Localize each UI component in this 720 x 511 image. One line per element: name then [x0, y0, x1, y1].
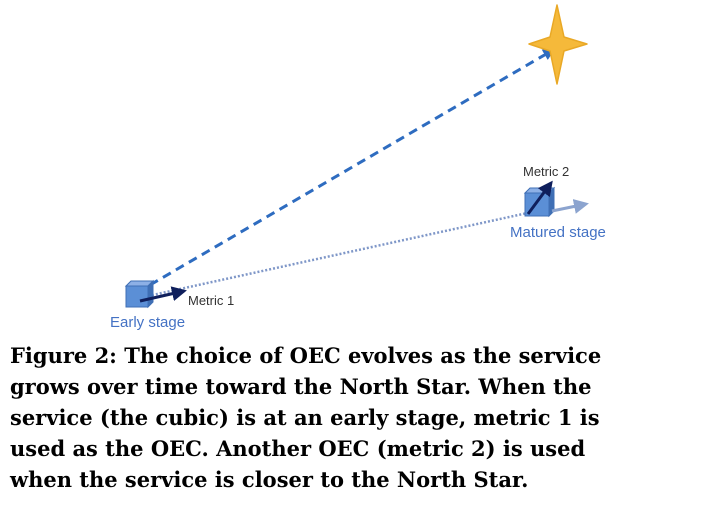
- north-star-icon: [528, 4, 588, 85]
- caption-line: used as the OEC. Another OEC (metric 2) …: [10, 436, 586, 461]
- growth-path-dotted: [147, 210, 533, 298]
- caption-line: Figure 2: The choice of OEC evolves as t…: [10, 343, 602, 368]
- north-star-trajectory-dashed: [149, 48, 556, 287]
- metric1-arrow: [139, 286, 187, 303]
- metric1-label: Metric 1: [188, 293, 234, 308]
- metric2-arrow: [526, 180, 553, 215]
- oec-evolution-diagram: Metric 2 Matured stage Metric 1 Early st…: [110, 4, 606, 331]
- matured-direction-arrow: [551, 199, 589, 214]
- early-stage-cube-icon: [124, 279, 155, 309]
- caption-line: when the service is closer to the North …: [10, 467, 529, 492]
- matured-stage-label: Matured stage: [510, 224, 606, 241]
- figure-caption: Figure 2: The choice of OEC evolves as t…: [10, 340, 710, 495]
- early-stage-label: Early stage: [110, 314, 185, 331]
- caption-line: service (the cubic) is at an early stage…: [10, 405, 600, 430]
- caption-line: grows over time toward the North Star. W…: [10, 374, 592, 399]
- metric2-label: Metric 2: [523, 164, 569, 179]
